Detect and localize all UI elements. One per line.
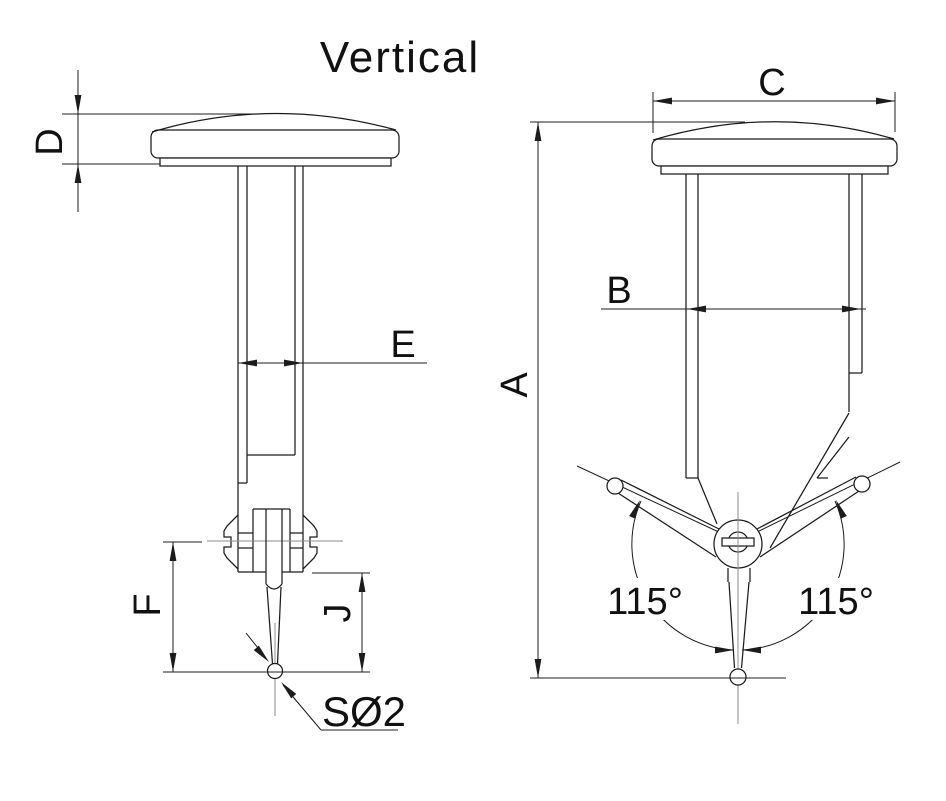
figure-side-view: D E F J bbox=[29, 70, 427, 735]
front-contact-ball bbox=[729, 668, 747, 686]
dimension-stem-width: E bbox=[238, 324, 427, 367]
angle-label-left: 115° bbox=[607, 581, 683, 623]
side-knurl-band bbox=[150, 129, 400, 159]
front-stylus bbox=[727, 492, 751, 724]
side-cap-flange bbox=[159, 157, 392, 167]
front-body bbox=[685, 174, 863, 549]
dim-label-S02: SØ2 bbox=[322, 688, 406, 735]
dimension-cap-diameter: C bbox=[652, 62, 896, 133]
side-stylus bbox=[265, 509, 284, 716]
dim-label-J: J bbox=[317, 604, 359, 623]
dim-label-C: C bbox=[758, 62, 785, 104]
side-stem bbox=[237, 166, 304, 572]
dim-label-F: F bbox=[127, 593, 169, 616]
right-arm-centerline bbox=[752, 461, 901, 535]
left-angle-arc bbox=[631, 500, 735, 651]
dim-label-A: A bbox=[494, 372, 536, 398]
front-swing-arms bbox=[576, 461, 901, 558]
dimension-contact-length: J bbox=[312, 572, 370, 672]
dimension-body-width: B bbox=[601, 270, 866, 321]
figure-front-view: 115° 115° A B C bbox=[494, 62, 901, 724]
dim-label-E: E bbox=[390, 324, 415, 366]
left-arm-ball bbox=[606, 477, 624, 495]
front-knurl-band bbox=[651, 138, 898, 167]
left-arm-centerline bbox=[576, 465, 724, 535]
right-angle-arc bbox=[741, 500, 845, 651]
side-left-screw bbox=[223, 514, 239, 570]
dimension-cap-height: D bbox=[29, 70, 258, 212]
dimension-overall-height: A bbox=[494, 121, 786, 679]
side-right-screw bbox=[302, 514, 318, 570]
leader-sphere-diameter: SØ2 bbox=[245, 632, 406, 735]
side-cap-dome bbox=[151, 112, 397, 133]
side-contact-ball bbox=[266, 662, 284, 680]
side-cap bbox=[150, 112, 400, 167]
front-cap-flange bbox=[660, 165, 889, 175]
front-cap-dome bbox=[652, 121, 895, 141]
dimension-point-length: F bbox=[127, 541, 202, 672]
dim-label-B: B bbox=[606, 270, 631, 312]
side-clamp bbox=[207, 508, 343, 573]
angle-label-right: 115° bbox=[798, 581, 874, 623]
right-arm-ball bbox=[853, 475, 871, 493]
dim-label-D: D bbox=[29, 128, 71, 155]
swing-angle-arcs: 115° 115° bbox=[602, 498, 879, 654]
page-title: Vertical bbox=[320, 33, 480, 82]
front-cap bbox=[651, 121, 898, 175]
